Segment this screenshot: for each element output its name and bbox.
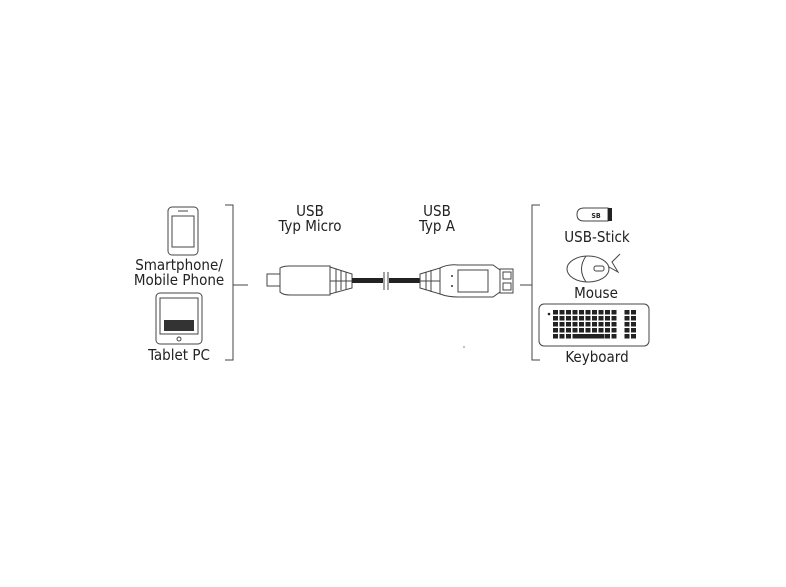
keyboard-key [592,322,597,327]
keyboard-key [631,322,636,327]
keyboard-key [605,334,610,339]
keyboard-key [572,310,578,315]
keyboard-key [566,310,571,315]
keyboard-key [579,322,584,327]
keyboard-key [572,322,578,327]
keyboard-key [585,322,591,327]
micro-type-label: Typ Micro [277,217,341,235]
keyboard-key [559,334,565,339]
typea-usb-label: USB [423,202,451,220]
keyboard-key [611,310,617,315]
micro-usb-connector [266,265,353,296]
keyboard-key [585,316,591,321]
keyboard-key [598,310,604,315]
micro-usb-label: USB [296,202,324,220]
tablet-icon [155,292,203,345]
keyboard-key [611,334,617,339]
tablet-label: Tablet PC [147,346,210,364]
right-bracket [520,204,540,361]
usb-stick-label: USB-Stick [564,228,630,246]
keyboard-key [631,334,636,339]
keyboard-key [624,316,630,321]
keyboard-key [605,328,610,333]
keyboard-key [559,328,565,333]
mobile-phone-label: Mobile Phone [134,271,224,289]
keyboard-key [592,316,597,321]
keyboard-key [566,334,571,339]
keyboard-key [624,328,630,333]
keyboard-key [553,328,558,333]
smartphone-icon [167,206,199,256]
usb-stick-icon: SB [576,207,612,222]
keyboard-key [585,328,591,333]
keyboard-key [553,334,558,339]
keyboard-key [566,322,571,327]
keyboard-label: Keyboard [565,348,628,366]
keyboard-key [592,310,597,315]
keyboard-key [631,316,636,321]
keyboard-key [572,316,578,321]
keyboard-key [631,310,636,315]
keyboard-key [579,316,584,321]
keyboard-key [631,328,636,333]
keyboard-icon [538,303,650,347]
mouse-icon [566,253,621,283]
keyboard-key [572,334,605,339]
usb-a-connector [419,264,514,298]
keyboard-key [553,310,558,315]
keyboard-key [553,322,558,327]
keyboard-key [579,310,584,315]
typea-type-label: Typ A [418,217,456,235]
keyboard-key [579,328,584,333]
usb-cable [266,264,514,298]
keyboard-key [598,322,604,327]
keyboard-key [605,316,610,321]
keyboard-key [598,316,604,321]
keyboard-key [585,310,591,315]
usb-stick-logo: SB [591,212,601,220]
keyboard-key [611,316,617,321]
mouse-label: Mouse [574,284,618,302]
keyboard-key [598,328,604,333]
keyboard-key [559,316,565,321]
keyboard-key [624,334,630,339]
keyboard-key [592,328,597,333]
keyboard-key [566,316,571,321]
keyboard-key [559,310,565,315]
keyboard-key [605,310,610,315]
keyboard-key [559,322,565,327]
keyboard-key [624,310,630,315]
keyboard-key [566,328,571,333]
keyboard-key [553,316,558,321]
keyboard-key [611,328,617,333]
keyboard-key [624,322,630,327]
keyboard-key [611,322,617,327]
keyboard-key [605,322,610,327]
keyboard-key [572,328,578,333]
left-bracket [225,204,248,361]
smartphone-label: Smartphone/ [135,256,223,274]
